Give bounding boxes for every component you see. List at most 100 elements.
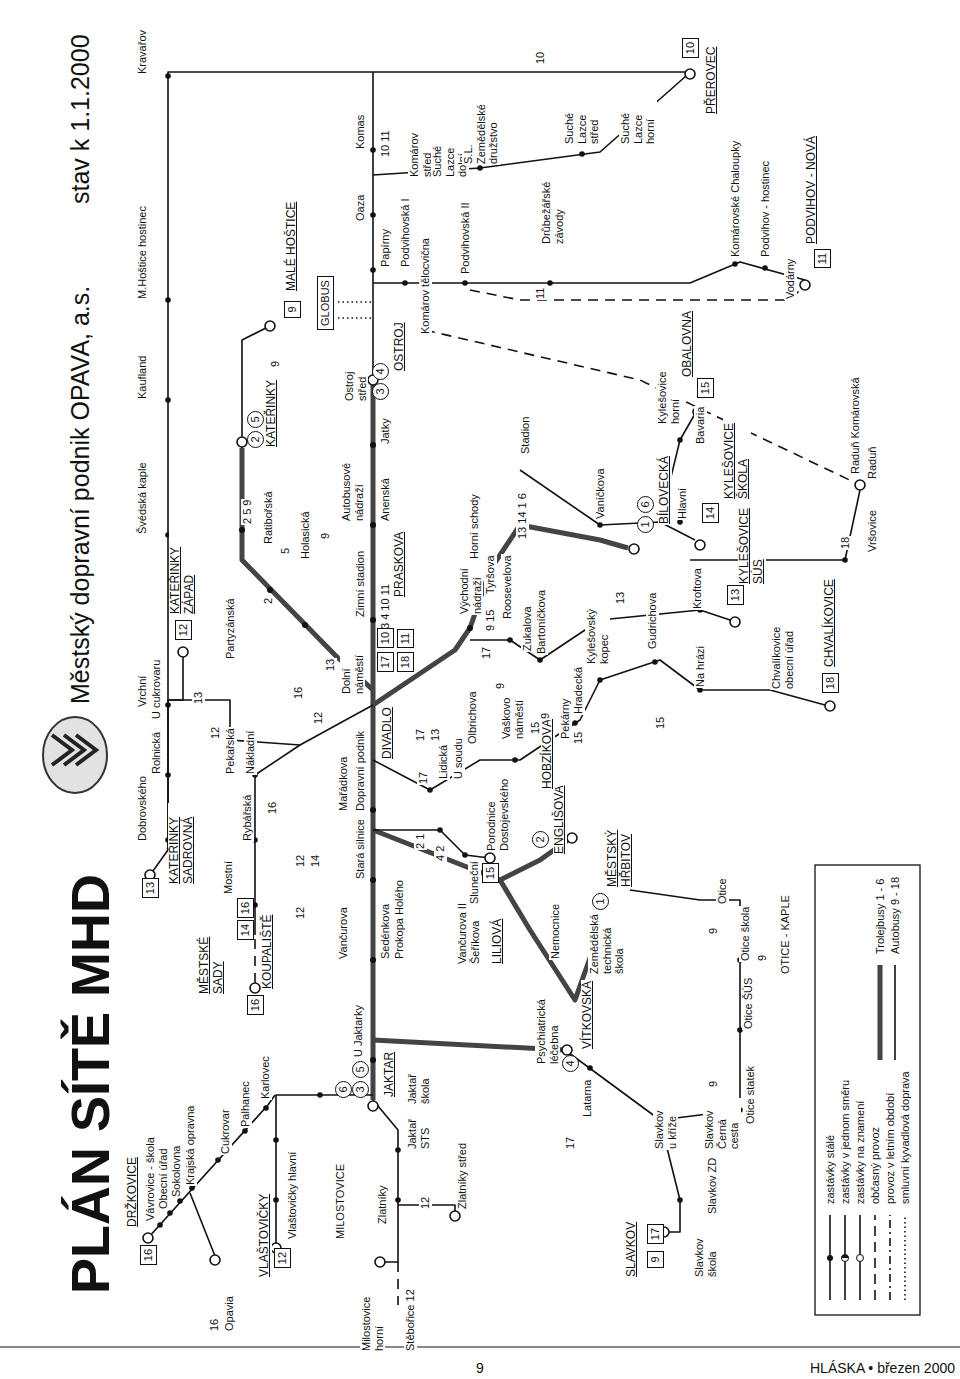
stop-name: Cukrovar [219, 1108, 232, 1155]
bus-line [372, 72, 374, 385]
terminal-name: DRŽKOVICE [126, 1156, 140, 1228]
terminal-stop [685, 69, 695, 79]
legend-text: provoz v letním období [884, 1092, 897, 1205]
stop-name: Dobrovského [136, 775, 149, 842]
route-number: 13 [192, 691, 205, 705]
stop-name: Milostovice horní [360, 1280, 385, 1352]
stop-name: Kylešovský kopec [585, 603, 610, 665]
bus-line [168, 72, 685, 850]
stop-name: Psychiatrická léčebna [535, 993, 560, 1065]
occasional-line [425, 330, 860, 485]
stop-name: Mostní [222, 860, 235, 895]
route-number: 11 [534, 287, 547, 300]
route-number: 5 [355, 1066, 366, 1072]
occasional-line [470, 285, 805, 300]
route-box: 11 [814, 249, 831, 268]
route-number: 9 [287, 306, 298, 312]
route-number: 9 [539, 712, 552, 720]
route-number: 12 [312, 711, 325, 725]
stop-dot [267, 587, 273, 593]
route-circle: 6 [335, 1081, 352, 1098]
stop-name: Sokolovna [170, 1145, 183, 1198]
route-box: 11 [397, 629, 414, 648]
shuttle-line [338, 301, 373, 303]
logo [43, 717, 107, 793]
route-number: 3 [355, 1086, 366, 1092]
stop-dot [587, 1065, 593, 1071]
legend-frame [874, 1215, 876, 1300]
legend-frame [857, 1255, 864, 1262]
stop-dot [242, 1128, 248, 1134]
stop-name: Bavaria [694, 406, 707, 445]
route-number: 13 [614, 591, 627, 605]
legend-frame [878, 965, 883, 1060]
stop-dot [157, 1222, 163, 1228]
stop-name: Karlovec [259, 1055, 272, 1100]
stop-name: Porodnice Dostojevského [485, 770, 510, 852]
trolleybus-line [371, 385, 376, 1100]
route-circle: 1 [592, 893, 609, 910]
terminal-stop [825, 701, 835, 711]
route-number: 17 [650, 1228, 661, 1240]
stop-name: Nákladní [244, 730, 257, 775]
bus-line [373, 830, 490, 858]
route-number: 14 [240, 924, 251, 936]
stop-name: Otice [716, 877, 729, 905]
route-number: 1 [640, 521, 651, 527]
stop-name: Otice škola [739, 906, 752, 962]
stop-dot [370, 617, 376, 623]
route-number: 12 [209, 726, 222, 740]
terminal-stop [143, 1233, 153, 1243]
terminal-stop [800, 280, 810, 290]
route-circle: 5 [247, 411, 264, 428]
stop-name: Vaškovo náměstí [500, 688, 525, 740]
route-number: 6 [338, 1086, 349, 1092]
terminal-name: SLAVKOV [625, 1221, 639, 1278]
route-number: 16 [143, 1249, 154, 1261]
terminal-name: CHVALÍKOVICE [823, 578, 837, 668]
bus-line [630, 890, 740, 1120]
trolleybus-line [373, 525, 628, 705]
stop-name: Olbrichova [466, 690, 479, 745]
stop-name: Papírny [379, 228, 392, 268]
bus-line [565, 1050, 680, 1232]
bus-line [148, 72, 860, 1262]
terminal-name: MALÉ HOŠTICE [285, 201, 299, 292]
terminal-stop [237, 437, 247, 447]
route-circle: 3 [372, 383, 389, 400]
stop-dot [165, 297, 171, 303]
stop-name: Vodárny [784, 258, 797, 300]
terminal-name: KATEŘINKY [265, 379, 279, 448]
bus-line [190, 1193, 215, 1256]
legend-text: smluvní kyvadlová doprava [899, 1070, 912, 1205]
stop-name: Pekárny [559, 698, 572, 740]
route-number: 3 [375, 388, 386, 394]
stop-name: Jaktař STS [406, 1108, 431, 1150]
route-number: GLOBUS [320, 280, 331, 326]
route-number: 14 [705, 507, 716, 519]
stop-name: Podvihov - hostinec [759, 160, 772, 258]
stop-name: Pekařská [224, 727, 237, 775]
stop-name: Raduň Komárovská [849, 376, 862, 475]
stop-dot [167, 1210, 173, 1216]
route-number: 2 [250, 436, 261, 442]
route-number: 4 [565, 1060, 576, 1066]
route-number: 12 [178, 624, 189, 636]
route-box: 14 [237, 920, 254, 940]
stop-name: Komárovské Chaloupky [729, 140, 742, 258]
stop-name: Opavia [223, 1295, 236, 1332]
stop-dot [317, 1092, 323, 1098]
route-circle: 2 [247, 431, 264, 448]
stop-name: Jatky [379, 417, 392, 445]
terminal-name: VLAŠTOVIČKY [258, 1193, 272, 1278]
terminal-name: MĚSTSKÉ SADY [198, 931, 226, 995]
stop-name: Hlavní [676, 487, 689, 520]
stop-name: Na hrázi [694, 645, 707, 688]
stop-dot [165, 73, 171, 79]
bus-line [373, 1100, 398, 1262]
route-box: 9 [647, 1251, 664, 1268]
route-box: 16 [237, 898, 254, 918]
terminal-stop [567, 833, 577, 843]
legend-frame [889, 1215, 891, 1300]
stop-dot [462, 852, 468, 858]
